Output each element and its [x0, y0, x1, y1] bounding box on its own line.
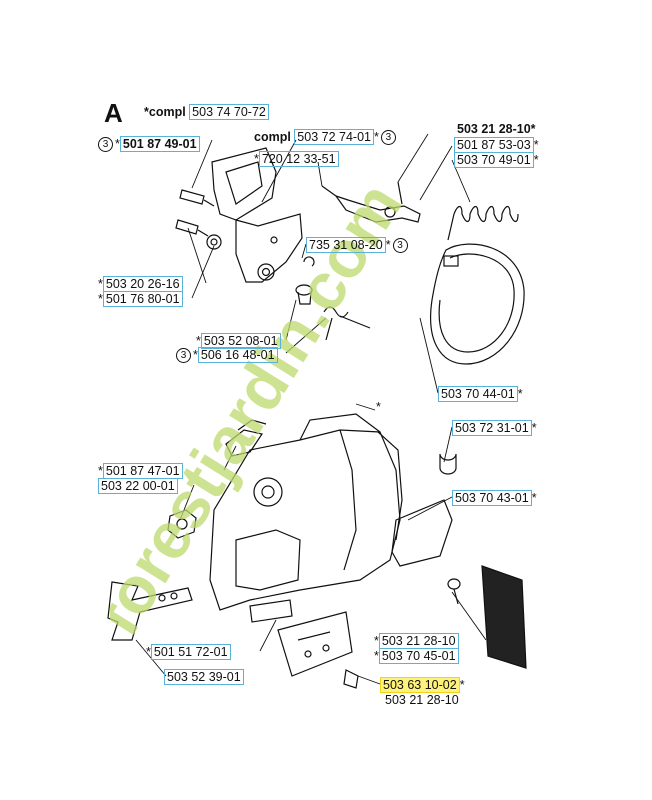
callout-503-63-10: 503 63 10-02* [380, 677, 465, 693]
part-code[interactable]: 503 21 28-10 [378, 633, 459, 649]
callout-compl-assembly: *compl 503 74 70-72 [144, 104, 269, 120]
part-code[interactable]: 735 31 08-20 [306, 237, 386, 253]
part-code[interactable]: 503 20 26-16 [102, 276, 183, 292]
part-code[interactable]: 720 12 33-51 [258, 151, 339, 167]
callout-503-21-28-top: 503 21 28-10* [454, 122, 539, 136]
part-code[interactable]: 503 52 39-01 [164, 669, 244, 685]
callout-503-72-74: compl 503 72 74-01*3 [254, 129, 398, 146]
part-code[interactable]: 506 16 48-01 [197, 347, 278, 363]
callout-501-87-53: 501 87 53-03* [454, 137, 539, 153]
bumper-spike [107, 581, 193, 641]
callout-star-cover: * [376, 400, 381, 414]
part-code[interactable]: 503 70 43-01 [452, 490, 532, 506]
callout-506-16-48: 3*506 16 48-01 [174, 347, 278, 364]
part-code[interactable]: 503 72 74-01 [294, 129, 374, 145]
filter-pad [447, 565, 527, 669]
part-code-highlighted[interactable]: 503 63 10-02 [380, 677, 460, 693]
brake-linkage [321, 181, 421, 223]
callout-503-70-45: *503 70 45-01 [374, 648, 459, 664]
callout-503-70-49: 503 70 49-01* [454, 152, 539, 168]
compl-prefix: *compl [144, 105, 186, 119]
callout-735-31-08: 735 31 08-20*3 [306, 237, 410, 254]
coil-spring [447, 205, 519, 241]
callout-501-76-80: *501 76 80-01 [98, 291, 183, 307]
part-code[interactable]: 503 52 08-01 [200, 333, 281, 349]
clutch-cover [209, 413, 403, 611]
brake-handle [211, 147, 303, 283]
part-code[interactable]: 501 51 72-01 [150, 644, 231, 660]
circle-marker: 3 [98, 137, 113, 153]
callout-503-21-28-mid: *503 21 28-10 [374, 633, 459, 649]
callout-503-52-08: *503 52 08-01 [196, 333, 281, 349]
bolts-top [175, 189, 315, 305]
part-code[interactable]: 503 72 31-01 [452, 420, 532, 436]
callout-501-51-72: *501 51 72-01 [146, 644, 231, 660]
side-cover [391, 499, 453, 567]
hook-plate [225, 419, 267, 457]
circle-marker: 3 [380, 130, 396, 146]
callout-501-87-49: 3*501 87 49-01 [96, 136, 200, 153]
part-code[interactable]: 503 22 00-01 [98, 478, 178, 494]
rubber-buffer [439, 453, 457, 475]
callout-503-21-28-bottom: 503 21 28-10 [382, 693, 462, 707]
callout-503-70-43: 503 70 43-01* [452, 490, 537, 506]
small-spring [323, 306, 371, 341]
part-code[interactable]: 501 76 80-01 [102, 291, 183, 307]
part-code[interactable]: 501 87 53-03 [454, 137, 534, 153]
part-code[interactable]: 503 21 28-10* [457, 122, 536, 136]
nut [167, 509, 197, 539]
part-code[interactable]: 503 21 28-10 [385, 693, 459, 707]
callout-501-87-47: *501 87 47-01 [98, 463, 183, 479]
circle-marker: 3 [176, 348, 191, 364]
callout-720-12-33: *720 12 33-51 [254, 151, 339, 167]
compl-prefix: compl [254, 130, 291, 144]
part-code[interactable]: 503 70 49-01 [454, 152, 534, 168]
callout-503-72-31: 503 72 31-01* [452, 420, 537, 436]
section-label: A [104, 98, 123, 128]
part-code[interactable]: 503 70 44-01 [438, 386, 518, 402]
leader-lines [135, 133, 487, 685]
brake-band [430, 243, 525, 365]
guide-plate [249, 599, 359, 689]
callout-503-52-39: 503 52 39-01 [164, 669, 244, 685]
callout-503-70-44: 503 70 44-01* [438, 386, 523, 402]
part-code[interactable]: 503 70 45-01 [378, 648, 459, 664]
part-code[interactable]: 501 87 49-01 [119, 136, 200, 152]
callout-503-20-26: *503 20 26-16 [98, 276, 183, 292]
circle-marker: 3 [392, 238, 408, 254]
part-code[interactable]: 503 74 70-72 [189, 104, 269, 120]
callout-503-22-00: 503 22 00-01 [98, 478, 178, 494]
part-code[interactable]: 501 87 47-01 [102, 463, 183, 479]
